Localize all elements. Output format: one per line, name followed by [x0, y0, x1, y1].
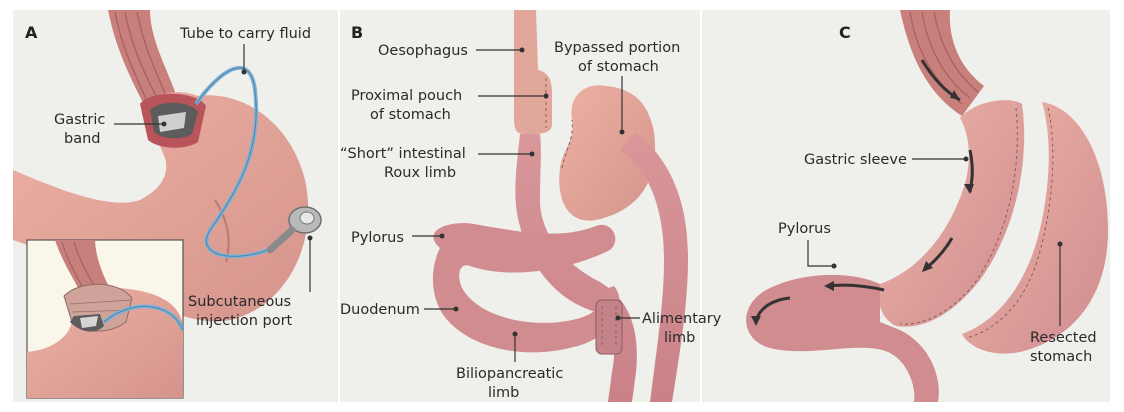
label-tube: Tube to carry fluid	[179, 26, 311, 42]
label-resected-1: Resected	[1030, 330, 1097, 346]
label-port-2: injection port	[196, 313, 293, 329]
label-pylorus-b: Pylorus	[351, 230, 404, 246]
label-bilio-2: limb	[488, 385, 519, 401]
panel-a-letter: A	[25, 23, 38, 42]
label-alimentary-2: limb	[664, 330, 695, 346]
label-gastric-band-2: band	[64, 131, 100, 147]
label-resected-2: stomach	[1030, 349, 1092, 365]
label-sleeve: Gastric sleeve	[804, 152, 907, 168]
anastomosis	[596, 300, 622, 354]
label-roux-2: Roux limb	[384, 165, 456, 181]
panel-b-letter: B	[351, 23, 363, 42]
label-pylorus-c: Pylorus	[778, 221, 831, 237]
label-duodenum: Duodenum	[340, 302, 420, 318]
label-port-1: Subcutaneous	[188, 294, 291, 310]
label-bypassed-1: Bypassed portion	[554, 40, 680, 56]
label-bilio-1: Biliopancreatic	[456, 366, 563, 382]
label-pouch-2: of stomach	[370, 107, 451, 123]
label-oesophagus: Oesophagus	[378, 43, 468, 59]
panel-c-letter: C	[839, 23, 851, 42]
label-alimentary-1: Alimentary	[642, 311, 722, 327]
label-roux-1: “Short” intestinal	[340, 146, 466, 162]
label-bypassed-2: of stomach	[578, 59, 659, 75]
label-pouch-1: Proximal pouch	[351, 88, 462, 104]
label-gastric-band-1: Gastric	[54, 112, 105, 128]
